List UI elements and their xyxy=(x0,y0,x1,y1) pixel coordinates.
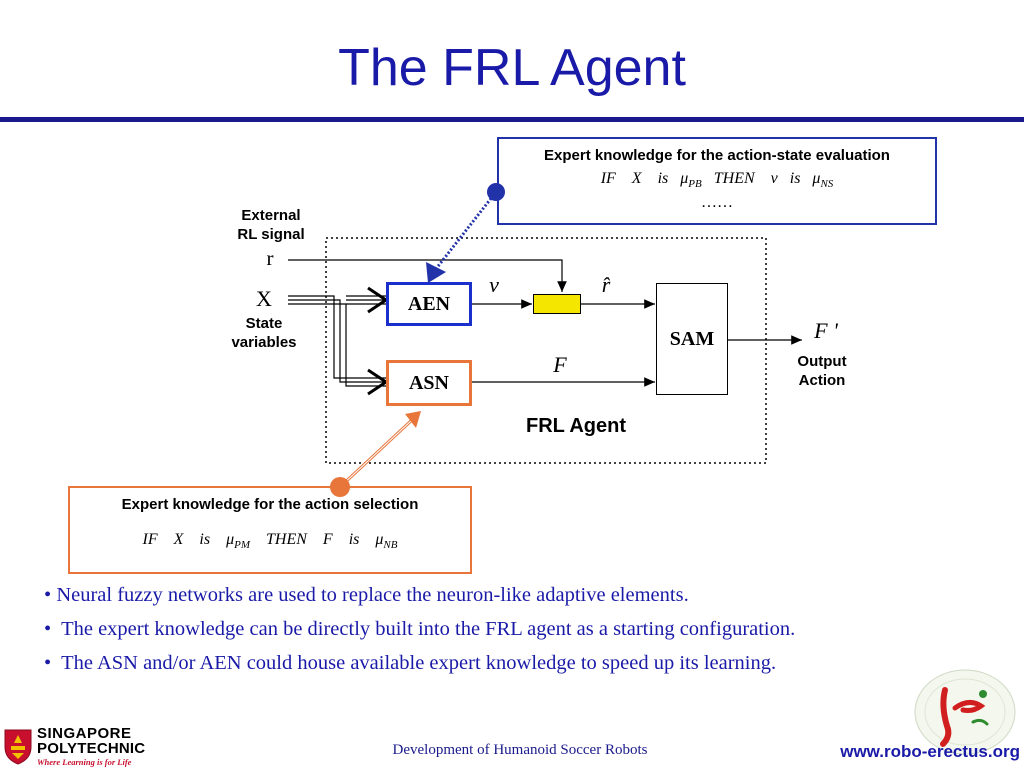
selection-pointer-inner xyxy=(339,419,413,488)
logo-tagline: Where Learning is for Life xyxy=(37,757,132,767)
mu-symbol: μ xyxy=(812,170,821,187)
bullet-text: The expert knowledge can be directly bui… xyxy=(61,618,796,640)
asn-block: ASN xyxy=(386,360,472,406)
nu-signal-label: ν xyxy=(489,272,499,297)
output-label-line2: Action xyxy=(798,372,846,389)
expert-evaluation-rule: IF X is μPB THEN ν is μNS xyxy=(499,170,935,190)
singapore-polytechnic-logo: SINGAPORE POLYTECHNIC Where Learning is … xyxy=(2,725,162,768)
expert-knowledge-selection-box: Expert knowledge for the action selectio… xyxy=(68,486,472,574)
state-x-label: X xyxy=(256,286,272,311)
bullet-item: • The expert knowledge can be directly b… xyxy=(44,616,1004,650)
nu-symbol: ν xyxy=(770,170,778,187)
mu-symbol: μ xyxy=(375,531,384,548)
reinforcement-yellow-block xyxy=(533,294,581,314)
rule-is-part: is xyxy=(777,170,813,187)
footer-caption: Development of Humanoid Soccer Robots xyxy=(392,742,648,758)
robo-erectus-emblem-icon xyxy=(914,669,1016,755)
expert-evaluation-title: Expert knowledge for the action-state ev… xyxy=(544,147,890,164)
rule-if-part: IF X is xyxy=(600,170,681,187)
mu-subscript-ns: NS xyxy=(820,178,834,191)
website-link[interactable]: www.robo-erectus.org xyxy=(840,742,1020,761)
frl-agent-label: FRL Agent xyxy=(526,415,626,437)
state-label-line2: variables xyxy=(231,334,297,351)
slide-title: The FRL Agent xyxy=(338,39,686,97)
bullet-text: The ASN and/or AEN could house available… xyxy=(61,652,777,674)
sam-block: SAM xyxy=(656,283,728,395)
expert-selection-title: Expert knowledge for the action selectio… xyxy=(121,496,419,513)
expert-knowledge-evaluation-box: Expert knowledge for the action-state ev… xyxy=(497,137,937,225)
selection-pointer-arrowhead xyxy=(405,411,421,428)
f-prime-output-label: F ' xyxy=(814,318,838,343)
rule-then-part: THEN F is xyxy=(250,531,376,548)
external-label-line2: RL signal xyxy=(237,226,305,243)
robo-erectus-logo xyxy=(903,668,1019,760)
logo-text-line1: SINGAPORE xyxy=(37,725,132,742)
evaluation-knowledge-pointer xyxy=(430,191,498,275)
bullet-dot: • xyxy=(44,584,52,606)
mu-symbol: μ xyxy=(680,170,689,187)
rule-then-part: THEN xyxy=(701,170,771,187)
logo-text-line2: POLYTECHNIC xyxy=(37,740,146,757)
bullet-list: • Neural fuzzy networks are used to repl… xyxy=(44,582,1004,684)
external-rl-signal-label: External RL signal xyxy=(220,206,322,244)
bullet-item: • The ASN and/or AEN could house availab… xyxy=(44,650,1004,684)
aen-block: AEN xyxy=(386,282,472,326)
frl-agent-boundary xyxy=(325,237,767,464)
state-variables-label: State variables xyxy=(214,314,314,352)
mu-subscript-pm: PM xyxy=(234,539,251,552)
mu-symbol: μ xyxy=(226,531,235,548)
bullet-dot: • xyxy=(44,652,52,674)
mu-subscript-nb: NB xyxy=(383,539,398,552)
expert-selection-rule: IF X is μPM THEN F is μNB xyxy=(70,531,470,551)
expert-evaluation-ellipsis: …… xyxy=(701,194,733,211)
title-divider xyxy=(0,117,1024,122)
evaluation-pointer-dot xyxy=(487,183,505,201)
bullet-text: Neural fuzzy networks are used to replac… xyxy=(56,584,689,606)
mu-subscript-pb: PB xyxy=(688,178,702,191)
polytechnic-crest-icon xyxy=(4,729,32,765)
output-label-line1: Output xyxy=(797,353,847,370)
selection-pointer-dot xyxy=(330,477,350,497)
state-label-line1: State xyxy=(245,315,283,332)
state-variable-bus xyxy=(288,295,386,387)
rule-if-part: IF X is xyxy=(142,531,227,548)
reward-r-label: r xyxy=(266,246,274,270)
bullet-dot: • xyxy=(44,618,52,640)
bullet-item: • Neural fuzzy networks are used to repl… xyxy=(44,582,1004,616)
external-label-line1: External xyxy=(241,207,301,224)
reward-signal-line xyxy=(288,259,567,292)
evaluation-pointer-arrowhead xyxy=(426,262,446,283)
output-action-label: Output Action xyxy=(780,352,864,390)
f-signal-label: F xyxy=(553,352,567,377)
rhat-signal-label: r̂ xyxy=(601,272,611,297)
